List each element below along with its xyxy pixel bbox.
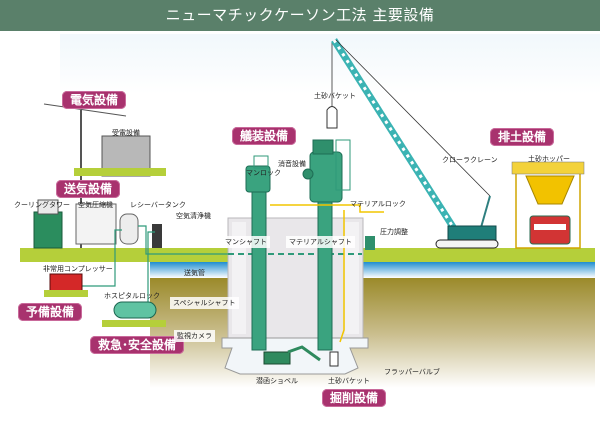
label-emergency-compressor: 非常用コンプレッサー — [43, 265, 113, 273]
label-man-lock: マンロック — [246, 169, 281, 177]
air-pipe-line-3 — [138, 225, 228, 255]
label-air-purifier: 空気清浄機 — [176, 212, 211, 220]
yellow-line — [270, 204, 384, 213]
power-line — [43, 103, 127, 117]
label-air-compressor: 空気圧縮機 — [78, 201, 113, 209]
label-soil-bucket-top: 土砂バケット — [314, 92, 356, 100]
label-soil-bucket-bottom: 土砂バケット — [328, 377, 370, 385]
label-special-shaft: スペシャルシャフト — [170, 297, 239, 309]
category-rescue-safety: 救急･安全設備 — [90, 336, 185, 354]
standby-ground — [44, 290, 88, 297]
label-man-shaft: マンシャフト — [222, 236, 270, 248]
label-receiver-tank: レシーバータンク — [130, 201, 186, 209]
category-electrical: 電気設備 — [62, 91, 127, 109]
label-crawler-crane: クローラクレーン — [442, 156, 498, 164]
air-purifier — [152, 224, 162, 248]
electrical-ground — [74, 168, 166, 176]
pressure-regulator — [365, 236, 375, 250]
air-pipe-line — [80, 229, 122, 287]
label-monitor-camera: 監視カメラ — [174, 330, 215, 342]
cooling-tower-top — [37, 199, 59, 215]
silencer — [312, 139, 334, 155]
working-chamber — [221, 337, 369, 375]
crane-body — [447, 225, 497, 241]
label-material-lock: マテリアルロック — [350, 200, 406, 208]
material-lock-railing — [335, 139, 351, 191]
category-standby: 予備設備 — [18, 303, 83, 321]
sky-background — [60, 34, 600, 94]
label-flapper-valve: フラッパーバルブ — [384, 368, 440, 376]
crane-tracks — [435, 239, 499, 249]
shovel-arm — [287, 345, 321, 362]
label-soil-hopper: 土砂ホッパー — [528, 155, 570, 163]
soil-bucket-top — [326, 106, 338, 129]
material-lock — [309, 151, 343, 203]
hopper-grid — [511, 161, 585, 175]
category-soil-discharge: 排土設備 — [490, 128, 555, 146]
material-shaft — [317, 199, 333, 351]
man-shaft — [251, 189, 267, 351]
label-submerged-shovel: 潜函ショベル — [256, 377, 298, 385]
silencer-drum — [302, 168, 314, 180]
hopper-bin — [525, 175, 575, 205]
man-lock-railing — [253, 155, 269, 169]
category-fitting: 艤装設備 — [232, 127, 297, 145]
receiver-tank — [119, 213, 139, 245]
man-lock — [245, 165, 271, 193]
water-layer — [150, 262, 595, 278]
cooling-tower — [33, 211, 63, 249]
category-air-supply: 送気設備 — [56, 180, 121, 198]
category-excavation: 掘削設備 — [322, 389, 387, 407]
submerged-shovel — [263, 351, 291, 365]
yellow-line-down — [339, 210, 345, 343]
air-compressor — [75, 203, 117, 245]
label-hospital-lock: ホスピタルロック — [104, 292, 160, 300]
soil-bucket-bottom — [329, 351, 339, 367]
label-silencer: 消音設備 — [278, 160, 306, 168]
emergency-compressor — [49, 273, 83, 293]
rescue-ground — [102, 320, 166, 327]
label-cooling-tower: クーリングタワー — [14, 201, 70, 209]
dump-truck-window — [534, 224, 566, 230]
label-pressure-regulator: 圧力調整 — [380, 228, 408, 236]
caisson-wall-right — [345, 222, 359, 334]
label-air-pipe: 送気管 — [184, 269, 205, 277]
label-material-shaft: マテリアルシャフト — [286, 236, 355, 248]
crane-boom — [331, 38, 463, 240]
soil-layer — [150, 278, 595, 388]
hospital-lock — [113, 301, 157, 319]
label-power-receiving: 受電設備 — [112, 129, 140, 137]
page-title: ニューマチックケーソン工法 主要設備 — [0, 0, 600, 31]
crane-cable — [335, 39, 491, 197]
